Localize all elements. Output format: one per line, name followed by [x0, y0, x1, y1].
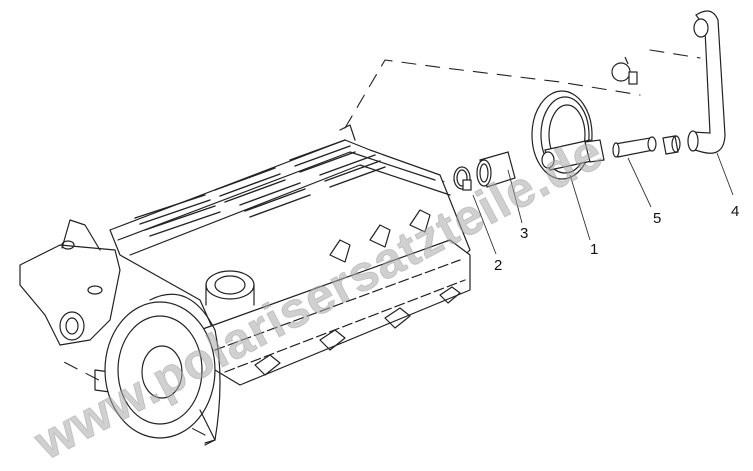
leader-line-5	[627, 157, 652, 208]
callout-2: 2	[494, 257, 503, 274]
callout-5: 5	[653, 210, 662, 227]
leader-line-1	[569, 174, 591, 241]
leader-line-3	[507, 169, 523, 224]
leader-line-2	[472, 194, 497, 255]
leader-line-4	[716, 152, 734, 196]
callout-4: 4	[731, 203, 740, 220]
callout-3: 3	[520, 225, 529, 242]
callout-1: 1	[590, 241, 599, 258]
